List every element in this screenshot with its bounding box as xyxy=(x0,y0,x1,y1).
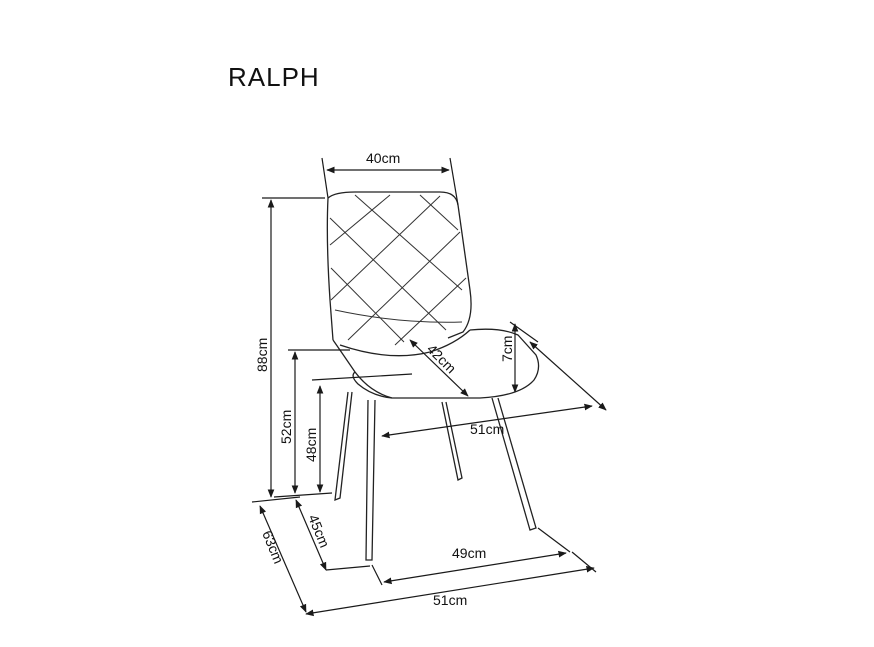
label-leg-width: 49cm xyxy=(452,545,486,561)
label-seat-height: 52cm xyxy=(278,410,294,444)
dim-total-height: 88cm xyxy=(254,197,325,498)
dim-total-width: 51cm xyxy=(305,551,597,617)
dim-seat-depth: 42cm xyxy=(409,339,469,397)
label-seat-width: 51cm xyxy=(470,421,504,437)
label-top-width: 40cm xyxy=(366,150,400,166)
dim-seat-height: 52cm xyxy=(278,349,350,494)
dim-total-depth: 63cm xyxy=(251,496,307,613)
chair-outline xyxy=(326,191,540,561)
label-total-height: 88cm xyxy=(254,338,270,372)
label-armrest-gap: 7cm xyxy=(499,336,515,362)
dim-seat-width: 51cm xyxy=(381,341,607,439)
dim-armrest-gap: 7cm xyxy=(499,321,539,393)
label-total-width: 51cm xyxy=(433,592,467,608)
quilting-pattern xyxy=(329,194,467,346)
dim-leg-depth: 45cm xyxy=(295,499,371,571)
label-total-depth: 63cm xyxy=(259,528,287,566)
product-title: RALPH xyxy=(228,62,320,92)
dim-seat-inner-height: 48cm xyxy=(273,373,413,498)
dim-top-width: 40cm xyxy=(321,150,459,206)
label-seat-inner-height: 48cm xyxy=(303,428,319,462)
